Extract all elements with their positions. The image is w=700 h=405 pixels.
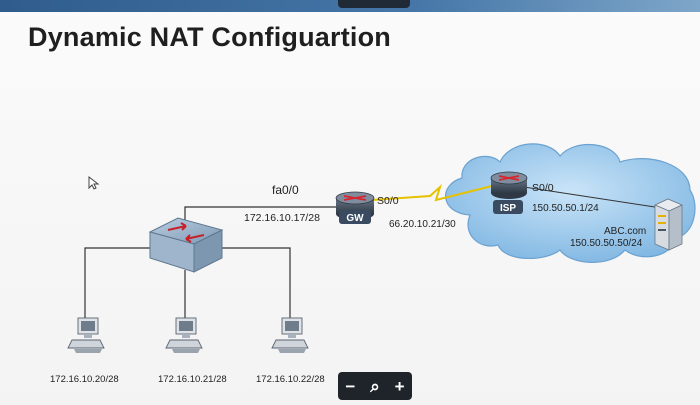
top-notch	[338, 0, 410, 8]
link-switch-host1	[84, 247, 150, 318]
zoom-search-icon[interactable]: ⌕	[370, 376, 380, 396]
link-serial-gw-isp	[371, 183, 497, 202]
link-switch-gw	[184, 206, 338, 222]
server-icon	[654, 198, 683, 251]
zoom-toolbar: − ⌕ +	[338, 372, 412, 400]
gw-fa-interface-label: fa0/0	[272, 183, 299, 197]
server-ip-label: 150.50.50.50/24	[570, 238, 643, 249]
isp-serial-interface-label: S0/0	[532, 182, 554, 194]
pc-icon	[271, 317, 309, 353]
router-gw-icon: GW	[335, 191, 375, 224]
zoom-out-button[interactable]: −	[345, 376, 356, 396]
link-isp-server	[523, 186, 656, 208]
zoom-in-button[interactable]: +	[394, 376, 405, 396]
gw-serial-interface-label: S0/0	[377, 195, 399, 207]
switch-icon	[148, 217, 224, 273]
gw-serial-ip-label: 66.20.10.21/30	[389, 219, 456, 230]
pc-icon	[67, 317, 105, 353]
router-isp-label: ISP	[500, 203, 516, 214]
link-switch-host3	[215, 247, 291, 318]
mouse-cursor-icon	[88, 176, 100, 190]
server-name-label: ABC.com	[604, 226, 646, 237]
pc-icon	[165, 317, 203, 353]
router-isp-icon: ISP	[490, 171, 528, 214]
links	[84, 183, 656, 318]
router-gw-label: GW	[346, 213, 364, 224]
host-ip-label: 172.16.10.21/28	[158, 374, 227, 385]
isp-ip-label: 150.50.50.1/24	[532, 203, 599, 214]
slide-title: Dynamic NAT Configuartion	[28, 22, 392, 52]
host-ip-label: 172.16.10.22/28	[256, 374, 325, 385]
gw-fa-ip-label: 172.16.10.17/28	[244, 212, 320, 224]
host-ip-label: 172.16.10.20/28	[50, 374, 119, 385]
